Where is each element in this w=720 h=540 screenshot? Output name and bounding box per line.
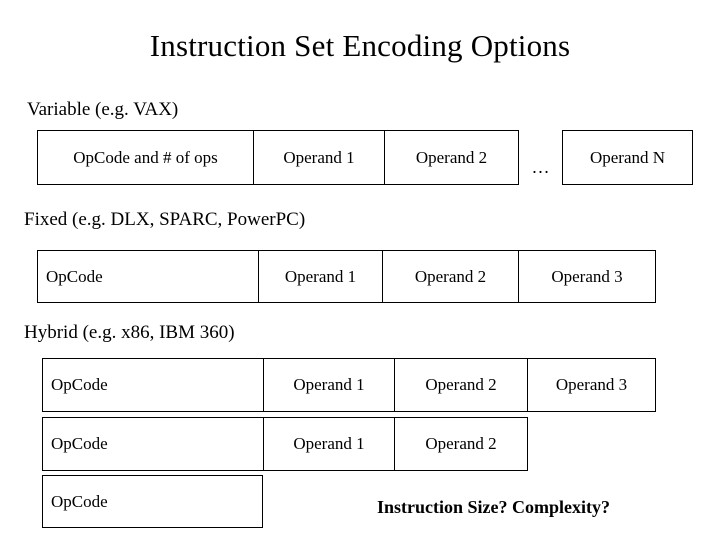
ellipsis-separator: … xyxy=(531,157,550,177)
encoding-row-hybrid-2: OpCode Operand 1 Operand 2 xyxy=(42,417,528,471)
page-title: Instruction Set Encoding Options xyxy=(149,28,571,63)
field-operand-1: Operand 1 xyxy=(253,130,385,185)
field-operand-1: Operand 1 xyxy=(263,417,395,471)
field-operand-1: Operand 1 xyxy=(263,358,395,412)
field-opcode: OpCode xyxy=(42,475,263,528)
field-opcode: OpCode xyxy=(42,417,264,471)
encoding-row-hybrid-3: OpCode xyxy=(42,475,263,528)
field-opcode-and-num-ops: OpCode and # of ops xyxy=(37,130,254,185)
field-operand-1: Operand 1 xyxy=(258,250,383,303)
section-label-fixed: Fixed (e.g. DLX, SPARC, PowerPC) xyxy=(24,209,306,230)
section-label-hybrid: Hybrid (e.g. x86, IBM 360) xyxy=(24,322,235,343)
field-operand-2: Operand 2 xyxy=(394,358,528,412)
field-operand-2: Operand 2 xyxy=(382,250,519,303)
field-operand-n: Operand N xyxy=(562,130,693,185)
encoding-row-variable: OpCode and # of ops Operand 1 Operand 2 … xyxy=(37,130,693,185)
field-operand-3: Operand 3 xyxy=(518,250,656,303)
field-operand-2: Operand 2 xyxy=(384,130,519,185)
field-operand-3: Operand 3 xyxy=(527,358,656,412)
field-opcode: OpCode xyxy=(37,250,259,303)
field-operand-2: Operand 2 xyxy=(394,417,528,471)
section-label-variable: Variable (e.g. VAX) xyxy=(27,99,179,120)
encoding-row-hybrid-1: OpCode Operand 1 Operand 2 Operand 3 xyxy=(42,358,656,412)
encoding-row-fixed: OpCode Operand 1 Operand 2 Operand 3 xyxy=(37,250,656,303)
footnote-question: Instruction Size? Complexity? xyxy=(377,497,610,517)
field-opcode: OpCode xyxy=(42,358,264,412)
